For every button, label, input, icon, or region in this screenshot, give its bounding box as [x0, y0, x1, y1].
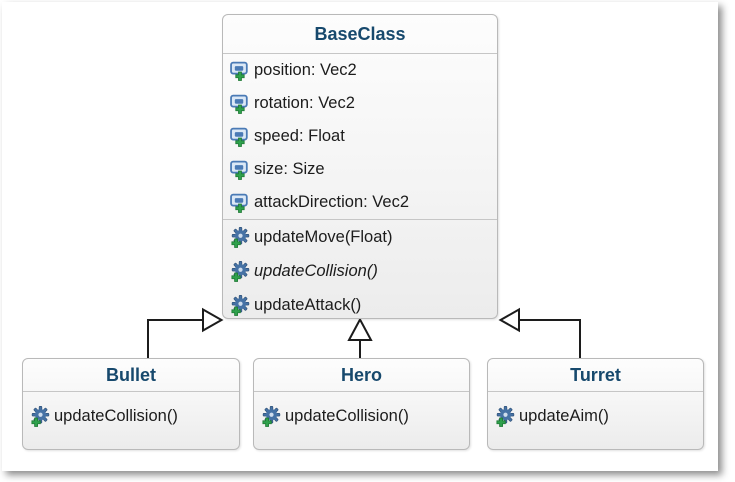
gear-plus-icon	[495, 406, 516, 427]
attribute-label: position: Vec2	[254, 61, 357, 79]
method-row: updateCollision()	[254, 392, 469, 433]
method-label: updateCollision()	[54, 406, 178, 425]
connector-bullet-to-baseclass	[147, 307, 224, 358]
class-title: Hero	[254, 359, 469, 392]
class-box-hero[interactable]: Hero updateCollision()	[253, 358, 470, 450]
inheritance-triangle-icon	[498, 307, 520, 333]
class-title: Turret	[488, 359, 703, 392]
attribute-row: attackDirection: Vec2	[223, 186, 497, 219]
gear-plus-icon	[230, 295, 251, 316]
attribute-row: size: Size	[223, 153, 497, 186]
class-title: Bullet	[23, 359, 239, 392]
field-icon	[230, 192, 251, 213]
gear-plus-icon	[230, 261, 251, 282]
method-label: updateMove(Float)	[254, 227, 393, 246]
method-row: updateAttack()	[223, 288, 497, 322]
method-label: updateAim()	[519, 406, 609, 425]
attribute-label: speed: Float	[254, 127, 345, 145]
attribute-row: speed: Float	[223, 120, 497, 153]
method-label: updateAttack()	[254, 295, 362, 314]
attribute-label: attackDirection: Vec2	[254, 193, 409, 211]
attribute-label: rotation: Vec2	[254, 94, 355, 112]
inheritance-triangle-icon	[347, 317, 373, 341]
method-row: updateMove(Float)	[223, 220, 497, 254]
attribute-row: position: Vec2	[223, 54, 497, 87]
class-box-turret[interactable]: Turret updateAim()	[487, 358, 704, 450]
attribute-row: rotation: Vec2	[223, 87, 497, 120]
connector-turret-to-baseclass	[498, 307, 581, 358]
method-label-abstract: updateCollision()	[254, 261, 378, 280]
inheritance-triangle-icon	[202, 307, 224, 333]
field-icon	[230, 93, 251, 114]
method-row: updateCollision()	[223, 254, 497, 288]
method-label: updateCollision()	[285, 406, 409, 425]
class-box-baseclass[interactable]: BaseClass position: Vec2 rotation: Vec2 …	[222, 14, 498, 319]
attribute-label: size: Size	[254, 160, 325, 178]
connector-hero-to-baseclass	[347, 317, 373, 358]
field-icon	[230, 60, 251, 81]
field-icon	[230, 126, 251, 147]
method-row: updateAim()	[488, 392, 703, 433]
gear-plus-icon	[261, 406, 282, 427]
class-title: BaseClass	[223, 15, 497, 54]
class-box-bullet[interactable]: Bullet updateCollision()	[22, 358, 240, 450]
gear-plus-icon	[30, 406, 51, 427]
field-icon	[230, 159, 251, 180]
gear-plus-icon	[230, 227, 251, 248]
method-row: updateCollision()	[23, 392, 239, 433]
methods-compartment: updateMove(Float) updateCollision() upda…	[223, 219, 497, 322]
attributes-compartment: position: Vec2 rotation: Vec2 speed: Flo…	[223, 54, 497, 219]
